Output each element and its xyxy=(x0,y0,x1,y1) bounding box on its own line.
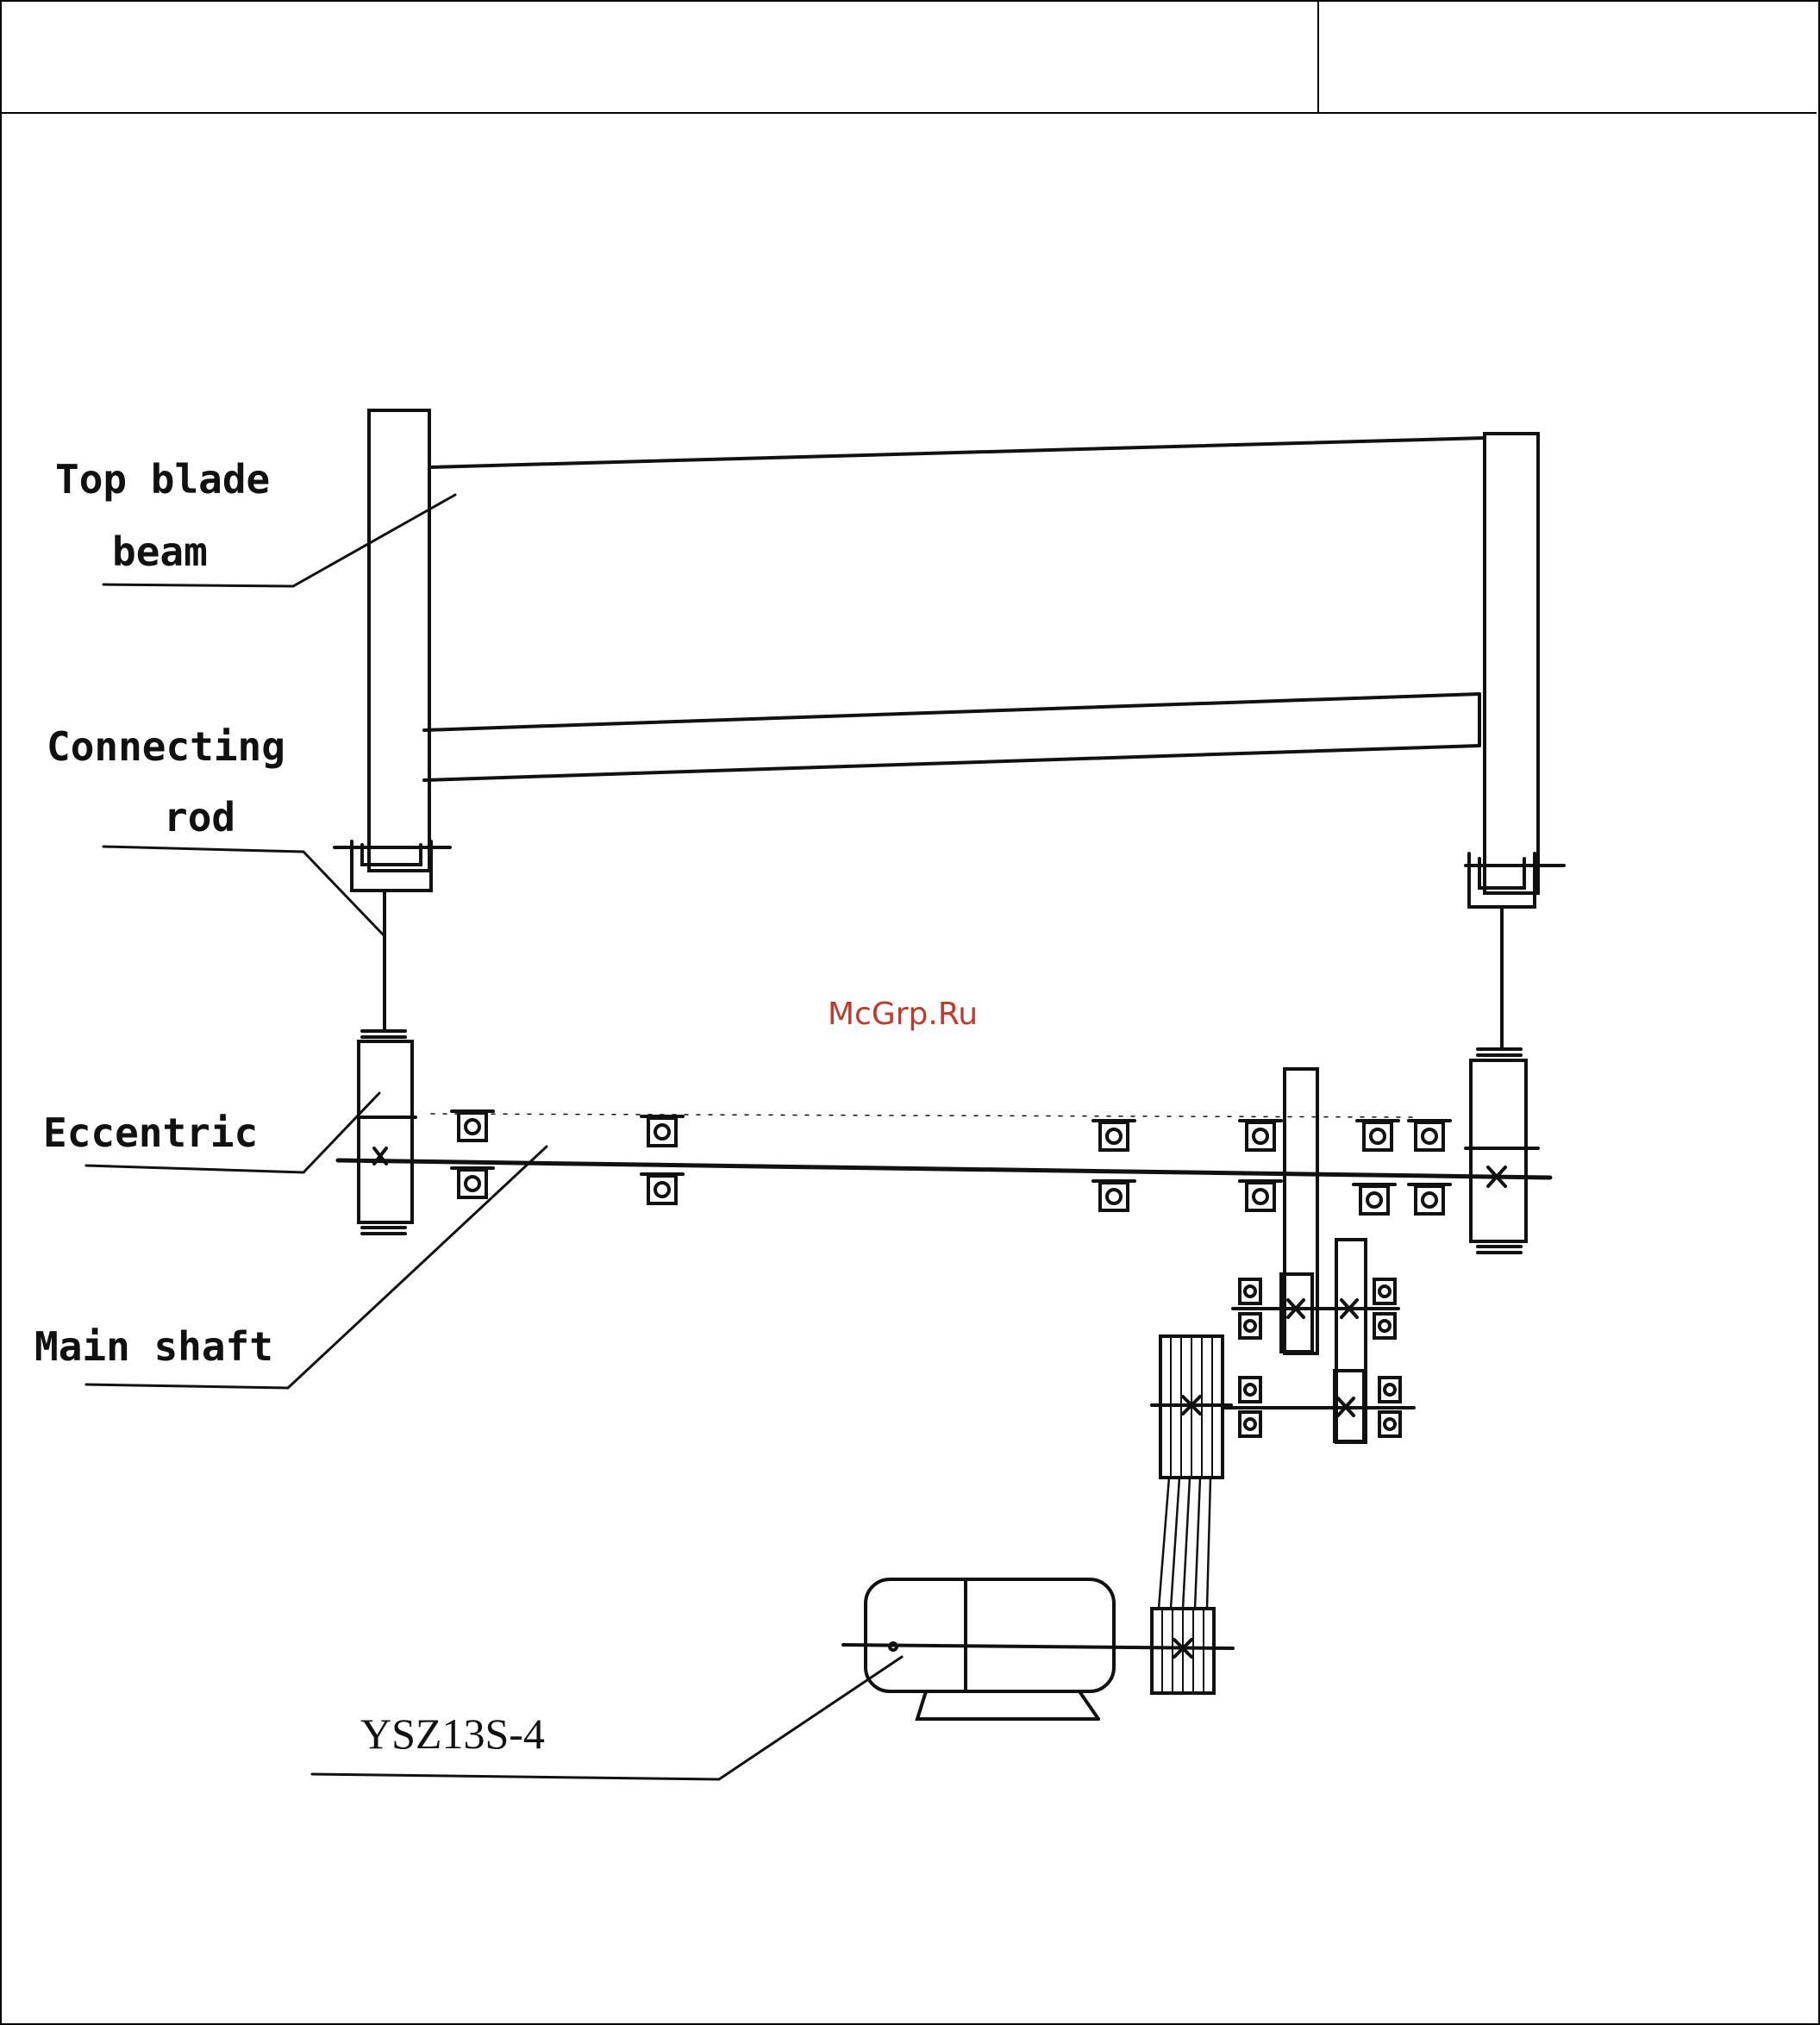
watermark: McGrp.Ru xyxy=(828,997,978,1032)
lower-beam-top-edge xyxy=(424,694,1479,730)
motor xyxy=(843,1579,1233,1719)
top-beam-upper-edge xyxy=(429,438,1485,467)
right-upright xyxy=(1485,434,1538,893)
label-eccentric: Eccentric xyxy=(43,1109,258,1156)
left-upright xyxy=(369,410,429,871)
lower-beam-bottom-edge xyxy=(424,746,1479,780)
top-blade-beam xyxy=(369,410,1538,893)
large-pulley xyxy=(1152,1336,1231,1478)
label-connecting-line1: Connecting xyxy=(47,723,285,770)
label-motor-model: YSZ13S-4 xyxy=(360,1709,545,1758)
v-belts xyxy=(1159,1478,1210,1609)
label-top-blade-line2: beam xyxy=(112,528,208,575)
main-shaft xyxy=(338,1160,1550,1178)
right-connecting-rod xyxy=(1466,853,1564,1048)
label-main-shaft: Main shaft xyxy=(34,1323,273,1370)
small-pulley xyxy=(1152,1609,1214,1693)
label-top-blade-line1: Top blade xyxy=(55,456,270,503)
gear-train xyxy=(1224,1069,1414,1442)
right-eccentric xyxy=(1466,1049,1538,1253)
left-eccentric xyxy=(359,1031,416,1234)
label-connecting-line2: rod xyxy=(164,794,235,841)
